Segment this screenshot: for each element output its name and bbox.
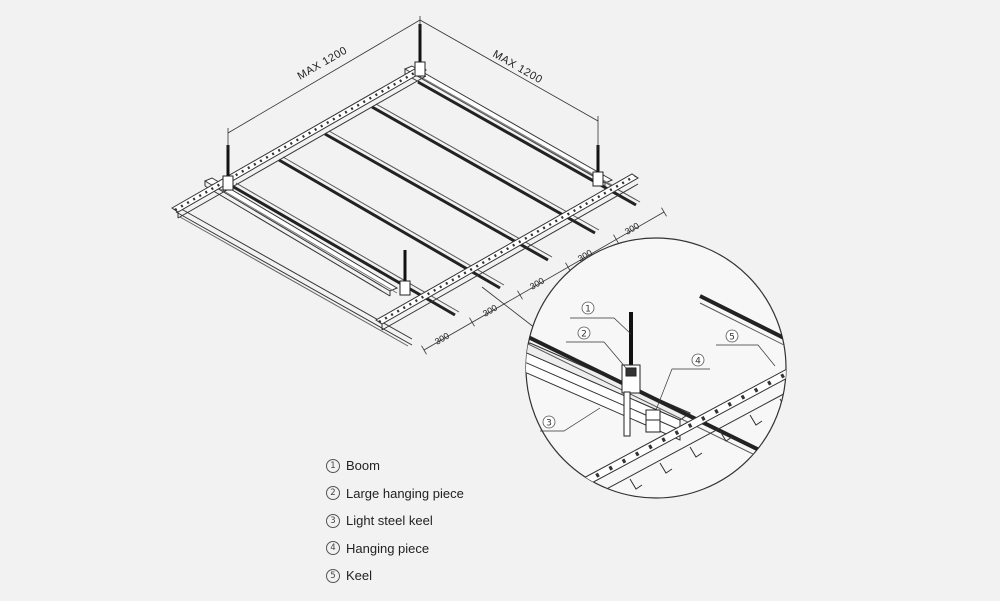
legend-number: 5 [326,568,340,583]
legend: 1 Boom 2 Large hanging piece 3 Light ste… [326,452,464,590]
detail-hanging-piece [645,409,661,433]
callout-4: 4 [655,353,710,411]
legend-number: 4 [326,541,340,556]
legend-number: 1 [326,458,340,473]
cross-rail-4 [324,130,553,262]
svg-text:5: 5 [729,333,735,343]
legend-number: 2 [326,486,340,501]
legend-item-hanging-piece: 4 Hanging piece [326,535,464,563]
legend-number: 3 [326,513,340,528]
callout-2: 2 [566,326,627,369]
cross-rail-1 [175,205,413,347]
svg-text:4: 4 [695,357,701,367]
cross-rail-2 [231,182,460,317]
legend-label: Hanging piece [346,540,430,556]
legend-item-keel: 5 Keel [326,562,464,590]
legend-item-boom: 1 Boom [326,452,464,480]
dimension-max-right [419,19,599,150]
legend-item-light-steel-keel: 3 Light steel keel [326,507,464,535]
detail-view: 1 2 3 4 5 [525,237,787,499]
boom-top [414,24,426,77]
legend-label: Large hanging piece [346,485,464,501]
callout-5: 5 [716,329,776,367]
spacing-label-3: 300 [528,276,546,292]
dimension-max-left-label: MAX 1200 [296,45,350,83]
detail-large-hanging-piece [621,364,641,437]
boom-right [592,145,604,187]
dimension-spacing [421,207,667,355]
legend-label: Keel [346,568,373,584]
spacing-label-1: 300 [433,331,451,347]
callout-1: 1 [570,301,632,335]
legend-label: Boom [346,458,380,474]
dimension-max-right-label: MAX 1200 [491,48,545,86]
light-steel-keel-left [203,177,399,297]
callout-3: 3 [540,407,601,432]
svg-text:1: 1 [585,305,591,315]
cross-rail-6 [417,78,641,207]
cross-rail-3 [278,156,505,290]
legend-label: Light steel keel [346,513,433,529]
svg-text:2: 2 [581,330,587,340]
dimension-max-left [227,16,421,150]
spacing-label-2: 300 [481,303,499,319]
toothed-keel-top [171,65,427,219]
spacing-label-5: 300 [623,221,641,237]
toothed-keel-bottom [375,173,639,331]
cross-rail-5 [371,103,600,235]
boom-bottom [399,250,411,296]
detail-leader-line [481,286,536,329]
boom-left [222,145,234,191]
svg-text:3: 3 [546,419,552,429]
legend-item-large-hanging-piece: 2 Large hanging piece [326,480,464,508]
light-steel-keel-right [403,65,614,189]
